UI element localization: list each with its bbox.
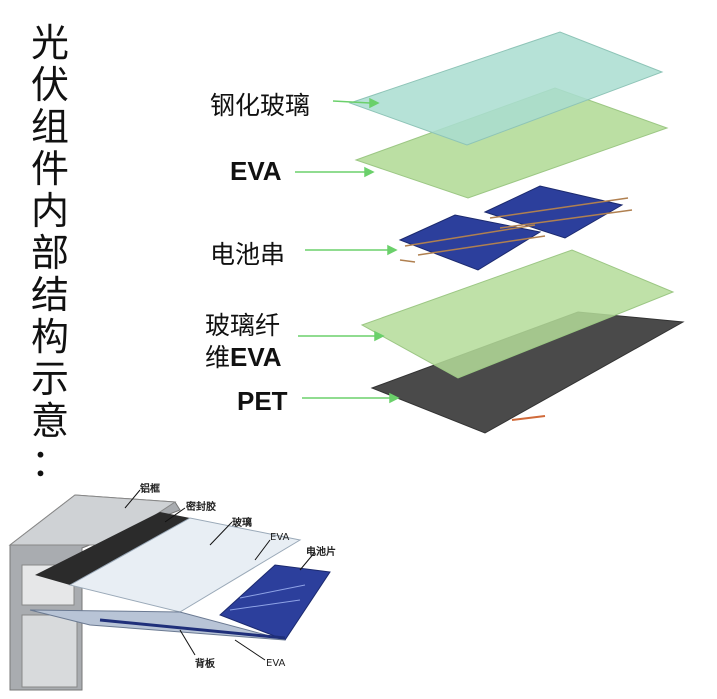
pet-label: PET bbox=[237, 386, 288, 416]
leader-eva-bottom bbox=[234, 639, 266, 661]
title-char: ： bbox=[30, 441, 69, 485]
title-char: 部 bbox=[30, 231, 69, 275]
cs-eva-top-label: EVA bbox=[270, 532, 290, 543]
title-char: 结 bbox=[30, 273, 69, 317]
cells-arrowhead bbox=[387, 244, 398, 256]
fiber-eva-suffix: EVA bbox=[230, 342, 282, 372]
eva-arrowhead bbox=[364, 166, 375, 178]
cell-ribbon bbox=[417, 235, 546, 256]
cs-glass bbox=[68, 517, 302, 613]
cs-cell-grid bbox=[229, 599, 301, 611]
frame-top bbox=[8, 494, 177, 546]
cs-glass-label: 玻璃 bbox=[232, 518, 252, 529]
cell-ribbon bbox=[404, 224, 536, 247]
vertical-title: 光 伏 组 件 内 部 结 构 示 意 ： bbox=[22, 22, 78, 484]
title-char: 伏 bbox=[30, 63, 69, 107]
fiber-arrowhead bbox=[374, 330, 385, 342]
title-char: 组 bbox=[30, 105, 69, 149]
title-char: 示 bbox=[30, 357, 69, 401]
cell-ribbon bbox=[499, 209, 633, 229]
cells-label: 电池串 bbox=[210, 240, 286, 269]
glass-arrow bbox=[332, 100, 371, 104]
cell-lead bbox=[399, 259, 416, 263]
fiber-eva-prefix: 维 bbox=[205, 343, 231, 372]
glass-layer bbox=[348, 31, 664, 146]
cs-cell-grid bbox=[239, 584, 306, 599]
cs-frame-label: 铝框 bbox=[140, 484, 160, 495]
leader-cell bbox=[299, 551, 316, 571]
leader-backsheet bbox=[179, 629, 196, 656]
glass-label: 钢化玻璃 bbox=[210, 91, 311, 120]
cs-eva-bottom-label: EVA bbox=[266, 658, 286, 669]
title-char: 光 bbox=[30, 21, 69, 65]
title-char: 件 bbox=[30, 147, 69, 191]
fiber-eva-layer bbox=[360, 249, 675, 379]
eva-label: EVA bbox=[230, 156, 282, 186]
cell-panel bbox=[398, 214, 542, 271]
leader-eva bbox=[254, 539, 271, 561]
cross-section bbox=[8, 489, 331, 691]
fiber-eva-label-line2: 维EVA bbox=[205, 338, 282, 374]
pet-wire bbox=[511, 415, 546, 421]
title-char: 构 bbox=[30, 315, 69, 359]
cs-backsheet-label: 背板 bbox=[195, 659, 215, 670]
sealant-strip bbox=[35, 512, 190, 585]
cs-sealant-label: 密封胶 bbox=[186, 502, 216, 513]
cs-eva-bottom bbox=[99, 618, 286, 640]
leader-glass bbox=[209, 521, 233, 546]
cell-panel bbox=[483, 185, 624, 239]
glass-arrowhead bbox=[369, 97, 380, 109]
leader-sealant bbox=[164, 507, 186, 523]
fiber-eva-label-line1: 玻璃纤 bbox=[205, 311, 281, 340]
frame-slot bbox=[21, 614, 78, 688]
cs-cell bbox=[219, 564, 331, 641]
title-char: 内 bbox=[30, 189, 69, 233]
cell-string bbox=[398, 185, 633, 271]
pet-arrowhead bbox=[389, 392, 400, 404]
cs-cell-label: 电池片 bbox=[306, 547, 336, 558]
title-char: 意 bbox=[30, 399, 69, 443]
cell-ribbon bbox=[489, 197, 629, 219]
leader-frame bbox=[124, 489, 141, 509]
